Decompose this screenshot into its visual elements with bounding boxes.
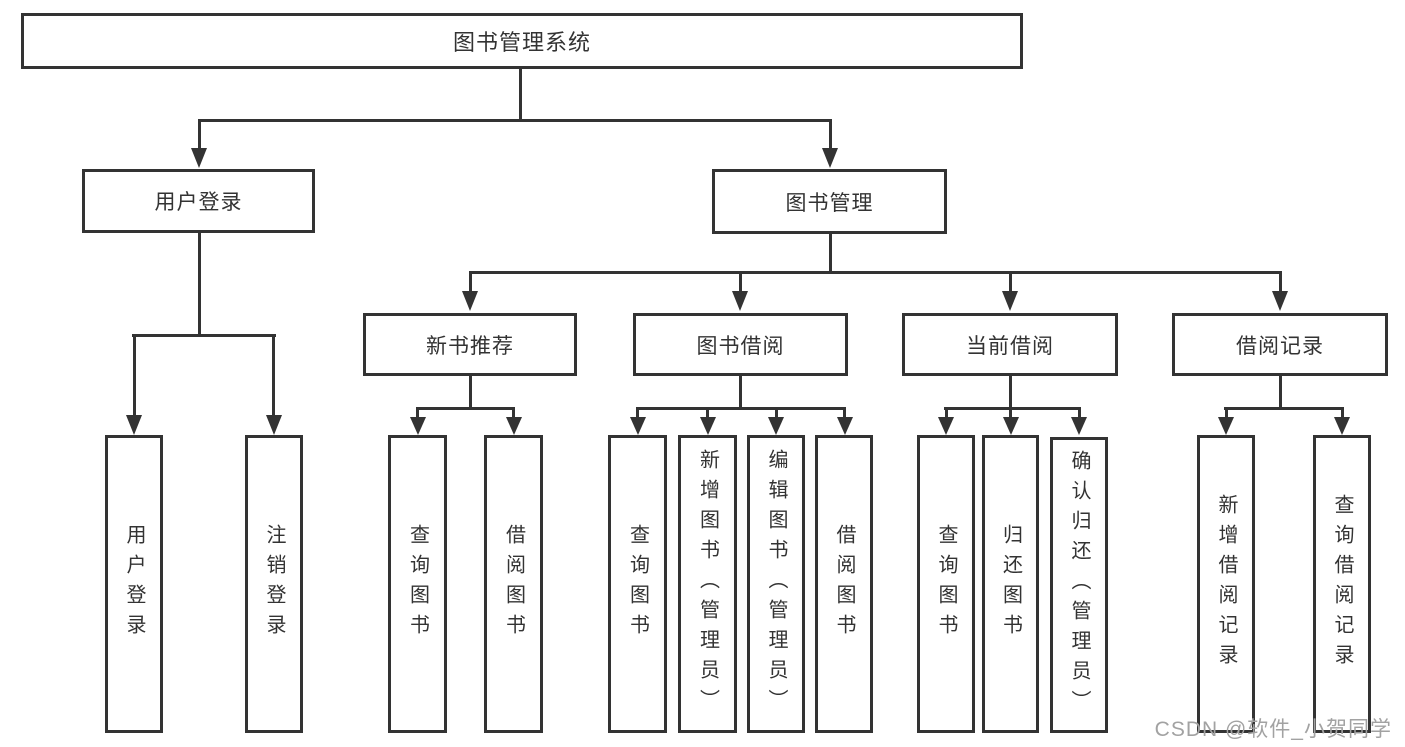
connector-level1-hbar: [198, 119, 832, 122]
connector-newbook-hbar: [416, 407, 515, 410]
leaf-user-login-label: 用户登录: [123, 524, 145, 644]
connector-arrow-stem: [469, 271, 472, 293]
connector-arrow-stem: [198, 119, 201, 150]
watermark-text: CSDN @软件_小贺同学: [1154, 718, 1392, 741]
connector-arrow-stem: [272, 334, 275, 417]
leaf-newbook-borrow-books: 借阅图书: [484, 435, 543, 733]
connector-level3-hbar: [469, 271, 1281, 274]
connector-arrow-stem: [1009, 407, 1012, 419]
node-user-login-label: 用户登录: [154, 191, 243, 214]
connector-arrow-stem: [739, 271, 742, 293]
arrowhead-down-icon: [822, 148, 838, 168]
node-book-management: 图书管理: [712, 169, 947, 234]
arrowhead-down-icon: [700, 417, 716, 435]
node-current-borrow-label: 当前借阅: [966, 334, 1054, 358]
node-root: 图书管理系统: [21, 13, 1023, 69]
leaf-borrow-edit-books-admin-label: 编辑图书（管理员）: [765, 449, 787, 719]
connector-arrow-stem: [133, 334, 136, 417]
leaf-borrow-add-books-admin: 新增图书（管理员）: [678, 435, 737, 733]
node-user-login: 用户登录: [82, 169, 315, 233]
arrowhead-down-icon: [410, 417, 426, 435]
arrowhead-down-icon: [1003, 417, 1019, 435]
connector-bookborrow-stem: [739, 376, 742, 408]
connector-arrow-stem: [945, 407, 948, 419]
leaf-current-query-books-label: 查询图书: [935, 524, 957, 644]
leaf-current-confirm-return-admin-label: 确认归还（管理员）: [1068, 450, 1090, 720]
arrowhead-down-icon: [1002, 291, 1018, 311]
arrowhead-down-icon: [768, 417, 784, 435]
leaf-borrow-borrow-books-label: 借阅图书: [833, 524, 855, 644]
leaf-newbook-query-books: 查询图书: [388, 435, 447, 733]
connector-arrow-stem: [775, 407, 778, 419]
leaf-borrow-edit-books-admin: 编辑图书（管理员）: [747, 435, 805, 733]
arrowhead-down-icon: [1071, 417, 1087, 435]
node-borrow-record: 借阅记录: [1172, 313, 1388, 376]
connector-currentborrow-stem: [1009, 376, 1012, 408]
arrowhead-down-icon: [630, 417, 646, 435]
leaf-user-login: 用户登录: [105, 435, 163, 733]
connector-root-stem: [519, 69, 522, 120]
arrowhead-down-icon: [191, 148, 207, 168]
leaf-record-add-record: 新增借阅记录: [1197, 435, 1255, 733]
connector-user-login-stem: [198, 233, 201, 336]
leaf-borrow-add-books-admin-label: 新增图书（管理员）: [696, 449, 719, 719]
leaf-current-query-books: 查询图书: [917, 435, 975, 733]
connector-arrow-stem: [706, 407, 709, 419]
connector-book-mgmt-stem: [829, 234, 832, 272]
connector-borrowrecord-stem: [1279, 376, 1282, 408]
connector-arrow-stem: [636, 407, 639, 419]
arrowhead-down-icon: [732, 291, 748, 311]
leaf-newbook-borrow-books-label: 借阅图书: [502, 524, 525, 644]
arrowhead-down-icon: [938, 417, 954, 435]
connector-newbook-stem: [469, 376, 472, 408]
node-root-label: 图书管理系统: [452, 30, 591, 55]
node-book-borrow: 图书借阅: [633, 313, 848, 376]
node-borrow-record-label: 借阅记录: [1236, 334, 1324, 358]
connector-arrow-stem: [1078, 407, 1081, 419]
connector-arrow-stem: [1279, 271, 1282, 293]
connector-arrow-stem: [416, 407, 419, 419]
node-new-book-recommend: 新书推荐: [363, 313, 577, 376]
leaf-borrow-query-books-label: 查询图书: [626, 524, 649, 644]
connector-currentborrow-hbar: [944, 407, 1080, 410]
node-current-borrow: 当前借阅: [902, 313, 1118, 376]
leaf-logout-label: 注销登录: [263, 524, 285, 644]
arrowhead-down-icon: [126, 415, 142, 435]
leaf-logout: 注销登录: [245, 435, 303, 733]
leaf-newbook-query-books-label: 查询图书: [406, 524, 429, 644]
arrowhead-down-icon: [1272, 291, 1288, 311]
connector-arrow-stem: [1009, 271, 1012, 293]
leaf-current-confirm-return-admin: 确认归还（管理员）: [1050, 437, 1108, 733]
arrowhead-down-icon: [266, 415, 282, 435]
arrowhead-down-icon: [1334, 417, 1350, 435]
leaf-record-add-record-label: 新增借阅记录: [1215, 494, 1237, 674]
connector-arrow-stem: [843, 407, 846, 419]
leaf-record-query-record-label: 查询借阅记录: [1331, 494, 1353, 674]
node-new-book-recommend-label: 新书推荐: [426, 334, 514, 358]
node-book-borrow-label: 图书借阅: [696, 334, 785, 358]
leaf-record-query-record: 查询借阅记录: [1313, 435, 1371, 733]
leaf-current-return-books-label: 归还图书: [999, 524, 1022, 644]
connector-arrow-stem: [1225, 407, 1228, 419]
connector-arrow-stem: [1341, 407, 1344, 419]
arrowhead-down-icon: [462, 291, 478, 311]
arrowhead-down-icon: [837, 417, 853, 435]
arrowhead-down-icon: [506, 417, 522, 435]
leaf-current-return-books: 归还图书: [982, 435, 1039, 733]
leaf-borrow-query-books: 查询图书: [608, 435, 667, 733]
arrowhead-down-icon: [1218, 417, 1234, 435]
connector-user-login-hbar: [132, 334, 276, 337]
connector-arrow-stem: [512, 407, 515, 419]
connector-arrow-stem: [829, 119, 832, 150]
leaf-borrow-borrow-books: 借阅图书: [815, 435, 873, 733]
connector-borrowrecord-hbar: [1224, 407, 1343, 410]
connector-bookborrow-hbar: [636, 407, 846, 410]
node-book-management-label: 图书管理: [785, 191, 874, 215]
